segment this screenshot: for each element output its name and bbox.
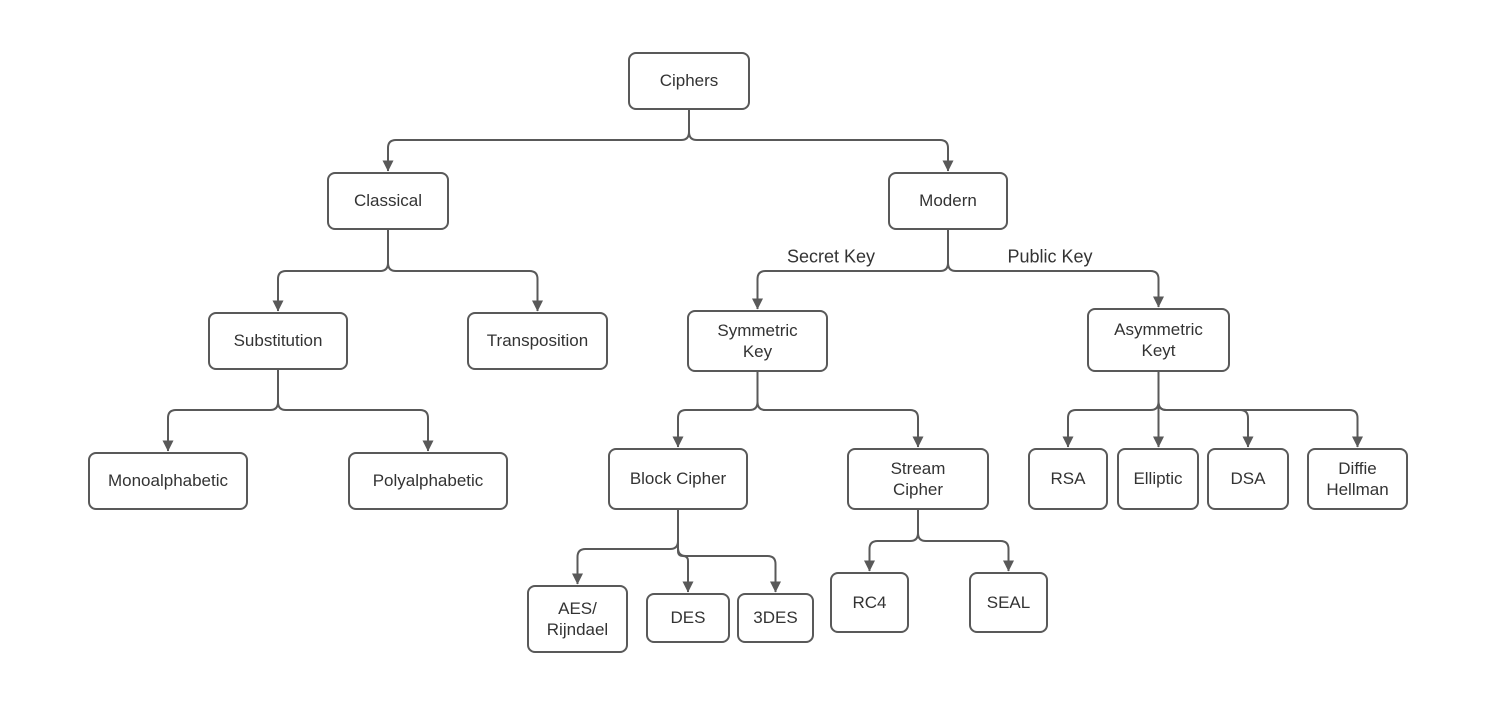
edge-asymmetric-keyt-to-diffie-hellman — [1157, 372, 1363, 448]
node-transposition: Transposition — [467, 312, 608, 370]
node-diffie-hellman: Diffie Hellman — [1307, 448, 1408, 510]
edge-symmetric-key-to-stream-cipher — [756, 372, 924, 448]
node-polyalphabetic: Polyalphabetic — [348, 452, 508, 510]
edge-block-cipher-to-3des — [677, 510, 781, 593]
edge-modern-to-asymmetric-keyt — [947, 230, 1164, 308]
node-dsa: DSA — [1207, 448, 1289, 510]
node-symmetric-key: Symmetric Key — [687, 310, 828, 372]
edge-modern-to-symmetric-key — [752, 230, 949, 310]
edge-label-public-key: Public Key — [1007, 246, 1093, 267]
edge-stream-cipher-to-seal — [917, 510, 1014, 572]
node-aes-rijndael: AES/ Rijndael — [527, 585, 628, 653]
node-stream-cipher: Stream Cipher — [847, 448, 989, 510]
node-3des: 3DES — [737, 593, 814, 643]
edge-block-cipher-to-des — [677, 510, 694, 593]
node-monoalphabetic: Monoalphabetic — [88, 452, 248, 510]
node-asymmetric-keyt: Asymmetric Keyt — [1087, 308, 1230, 372]
edge-ciphers-to-modern — [688, 110, 954, 172]
node-elliptic: Elliptic — [1117, 448, 1199, 510]
node-rsa: RSA — [1028, 448, 1108, 510]
node-des: DES — [646, 593, 730, 643]
node-block-cipher: Block Cipher — [608, 448, 748, 510]
edge-block-cipher-to-aes-rijndael — [572, 510, 679, 585]
edge-substitution-to-polyalphabetic — [277, 370, 434, 452]
edge-label-secret-key: Secret Key — [786, 246, 876, 267]
edge-classical-to-substitution — [272, 230, 389, 312]
edge-substitution-to-monoalphabetic — [162, 370, 279, 452]
edge-ciphers-to-classical — [382, 110, 690, 172]
node-modern: Modern — [888, 172, 1008, 230]
edge-symmetric-key-to-block-cipher — [672, 372, 759, 448]
node-seal: SEAL — [969, 572, 1048, 633]
node-ciphers: Ciphers — [628, 52, 750, 110]
edge-asymmetric-keyt-to-rsa — [1062, 372, 1160, 448]
node-rc4: RC4 — [830, 572, 909, 633]
edge-stream-cipher-to-rc4 — [864, 510, 919, 572]
node-substitution: Substitution — [208, 312, 348, 370]
node-classical: Classical — [327, 172, 449, 230]
edge-classical-to-transposition — [387, 230, 543, 312]
